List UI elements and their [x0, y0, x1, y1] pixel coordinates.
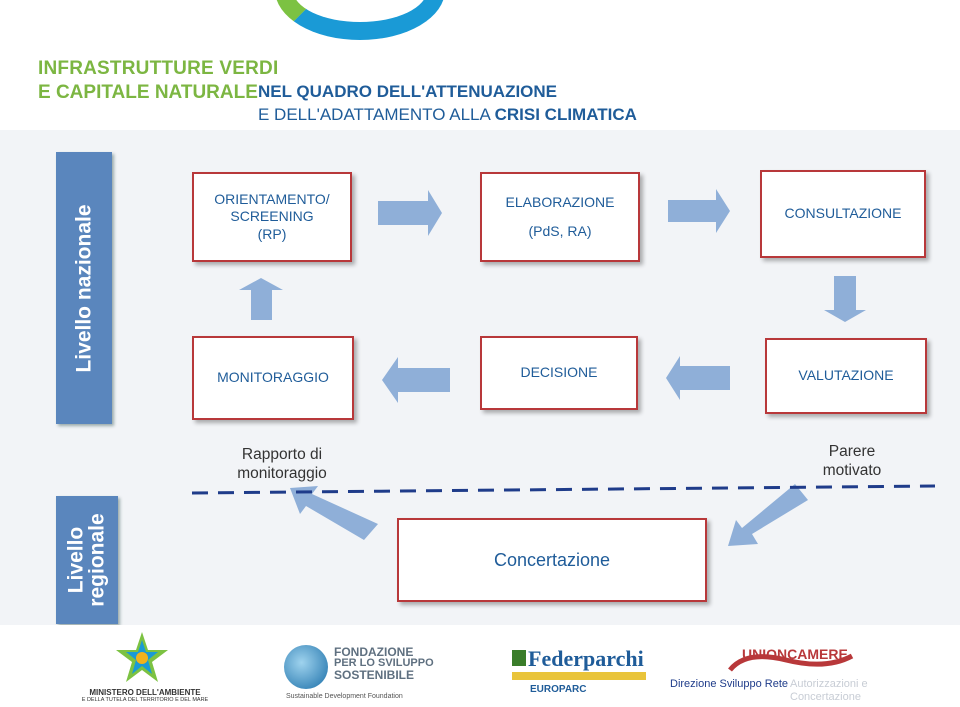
arrow-left-1: [666, 356, 730, 400]
federparchi-icon: [512, 650, 526, 666]
decisione-box: DECISIONE: [480, 336, 638, 410]
orientamento-box: ORIENTAMENTO/ SCREENING (RP): [192, 172, 352, 262]
fondazione-text-3: SOSTENIBILE: [334, 668, 415, 682]
national-level-bar: Livello nazionale: [56, 152, 112, 424]
elaborazione-label-2: (PdS, RA): [528, 223, 592, 239]
header-title-line3: E DELL'ADATTAMENTO ALLA CRISI CLIMATICA: [258, 105, 637, 125]
parere-note-1: Parere: [828, 443, 876, 460]
header-title-line2b: NEL QUADRO DELL'ATTENUAZIONE: [258, 82, 558, 101]
orientamento-label-2: SCREENING: [230, 208, 314, 225]
parere-note-2: motivato: [822, 462, 882, 480]
federparchi-band: [512, 672, 646, 680]
unioncamere-text: UNIONCAMERE: [742, 646, 848, 662]
decisione-label: DECISIONE: [520, 364, 598, 381]
monitoraggio-box: MONITORAGGIO: [192, 336, 354, 420]
orientamento-label-3: (RP): [257, 225, 287, 242]
ministero-star-logo: [116, 632, 168, 682]
concertazione-label: Concertazione: [493, 549, 611, 570]
arrow-right-1: [378, 190, 442, 236]
arrow-left-2: [382, 357, 450, 403]
orientamento-label-1: ORIENTAMENTO/: [214, 190, 330, 207]
arrow-diagonal-left: [290, 486, 378, 540]
direzione-text: Direzione Sviluppo Rete: [670, 678, 789, 690]
valutazione-box: VALUTAZIONE: [765, 338, 927, 414]
header-line3-bold: CRISI CLIMATICA: [494, 105, 637, 124]
europarc-text: EUROPARC: [530, 684, 587, 695]
monitoraggio-label: MONITORAGGIO: [217, 369, 329, 386]
rapporto-note-1: Rapporto di: [241, 446, 323, 463]
parere-note: Parere motivato: [800, 442, 904, 481]
arrow-right-2: [668, 189, 730, 233]
ministero-text: MINISTERO DELL'AMBIENTE E DELLA TUTELA D…: [80, 688, 210, 703]
concertazione-box: Concertazione: [397, 518, 707, 602]
valutazione-label: VALUTAZIONE: [798, 367, 894, 384]
consultazione-label: CONSULTAZIONE: [784, 205, 902, 222]
direzione-overlap-text: Autorizzazioni e Concertazione: [790, 678, 868, 704]
elaborazione-label-1: ELABORAZIONE: [505, 193, 615, 210]
ministero-text-1: MINISTERO DELL'AMBIENTE: [89, 688, 201, 697]
unioncamere-swoosh: [728, 653, 854, 672]
federparchi-text: Federparchi: [528, 646, 644, 671]
header-title-line2a: E CAPITALE NATURALE: [38, 82, 258, 103]
arrow-up: [239, 278, 283, 320]
fondazione-text-1: FONDAZIONE: [334, 645, 414, 659]
globe-icon: [284, 645, 328, 689]
rapporto-note-2: monitoraggio: [237, 465, 327, 483]
fondazione-text-2: PER LO SVILUPPO: [334, 657, 434, 669]
rapporto-note: Rapporto di monitoraggio: [212, 445, 352, 484]
consultazione-box: CONSULTAZIONE: [760, 170, 926, 258]
ministero-text-2: E DELLA TUTELA DEL TERRITORIO E DEL MARE: [81, 697, 209, 703]
header-title-line1: INFRASTRUTTURE VERDI: [38, 58, 279, 79]
fondazione-tagline: Sustainable Development Foundation: [286, 693, 403, 700]
arrow-diagonal-right: [728, 484, 808, 546]
elaborazione-box: ELABORAZIONE (PdS, RA): [480, 172, 640, 262]
header-line3-text: E DELL'ADATTAMENTO ALLA: [258, 105, 495, 124]
dashed-divider: [191, 484, 936, 495]
arrow-down: [824, 276, 866, 322]
footer-logos: [0, 625, 960, 707]
fondazione-text: FONDAZIONE PER LO SVILUPPO SOSTENIBILE: [334, 646, 434, 681]
